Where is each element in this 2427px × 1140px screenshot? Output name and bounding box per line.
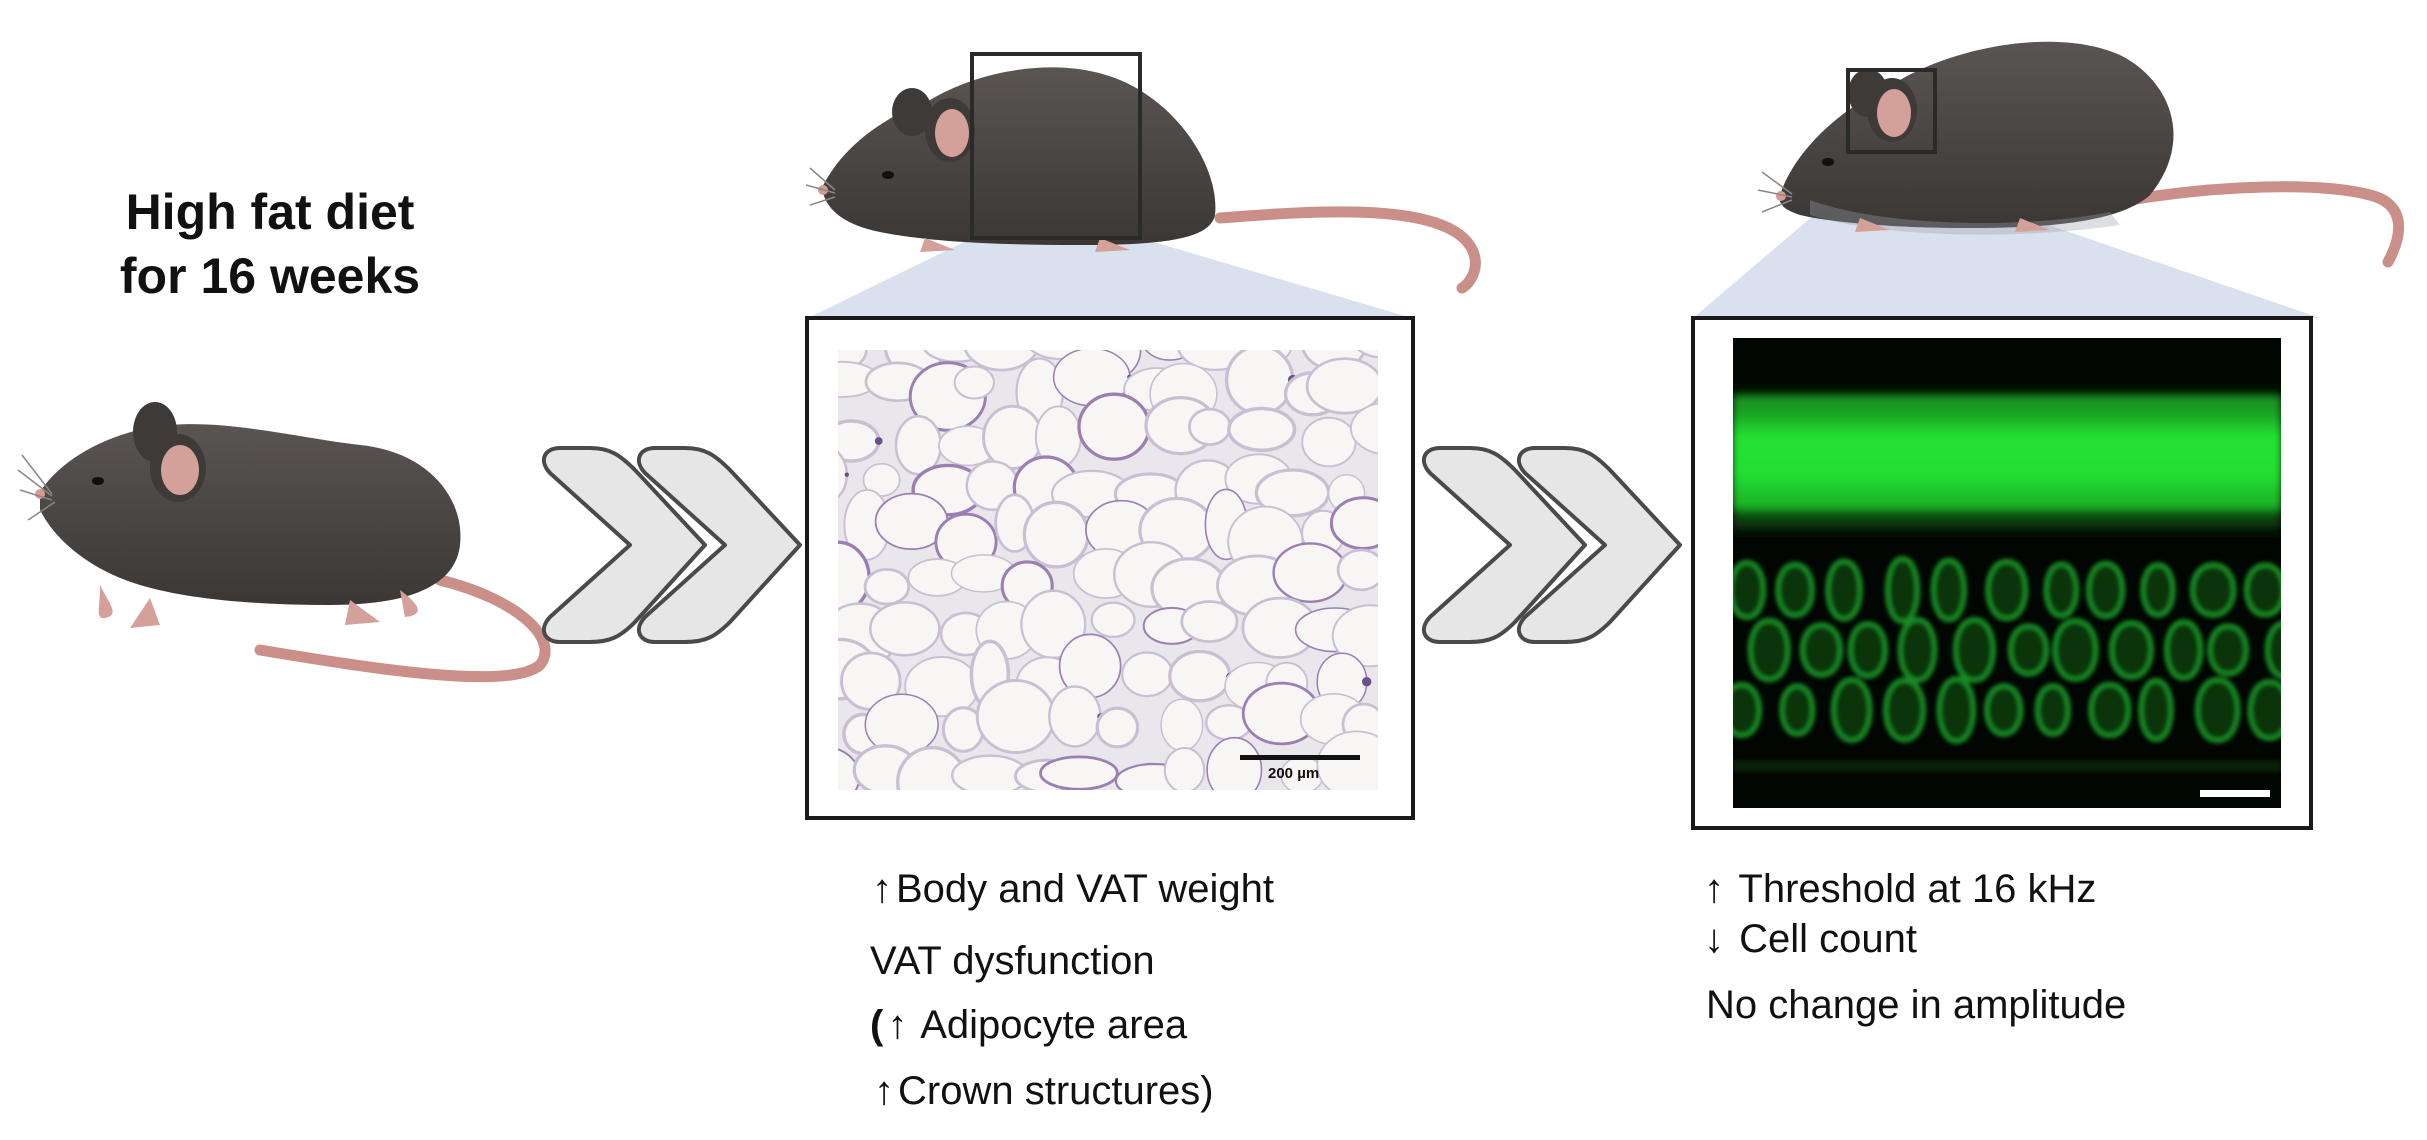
hair-cell [2088,681,2132,739]
mouse-right [1757,41,2405,268]
hair-cell [2034,683,2071,737]
hair-cell [1825,558,1863,622]
hair-cell [1830,677,1873,743]
zoom-wedge-vat [808,238,1412,318]
adipocyte-cell [863,568,911,606]
hair-cell [1936,676,1977,744]
hair-cell [1930,557,1967,623]
hair-cell [1799,622,1843,678]
adipocyte-cell [1301,416,1357,468]
hair-cell [2164,619,2204,681]
hair-cell [2247,679,2281,741]
adipocyte-cell [1039,755,1119,790]
vat-result-dysfunction: VAT dysfunction [870,939,1155,983]
hair-cell [2244,562,2281,618]
hair-cell [2207,623,2249,677]
adipocyte-cell [1022,500,1090,569]
fluorescence-panel [1691,316,2313,830]
vat-highlight-box [970,52,1142,240]
nucleus-dot [1362,677,1372,687]
hair-cell [2007,623,2050,677]
mouse-left [17,402,551,683]
cochlea-result-cell-count: ↓ Cell count [1700,914,1917,964]
hair-cell [2109,620,2154,680]
hair-cell [2195,676,2241,744]
histology-scale-bar [1240,755,1360,760]
adipocyte-cell [1336,548,1378,592]
adipocyte-cell [1331,604,1378,668]
hair-cell [2189,562,2237,618]
nucleus-dot [844,472,849,477]
adipocyte-cell [963,350,1040,372]
down-arrow-icon: ↓ [1704,917,1724,961]
adipocyte-cell [1163,746,1206,790]
fluorescence-scale-bar [2200,790,2270,797]
adipocyte-cell [869,601,941,657]
hair-cell [2052,618,2099,682]
adipocyte-image [838,350,1378,790]
up-arrow-icon: ↑ [1704,867,1724,911]
mouse-middle [805,52,1481,294]
adipocyte-cell [1160,698,1204,752]
up-arrow-icon: ↑ [874,1069,894,1113]
histology-panel [805,316,1415,820]
cochlea-image [1733,385,2281,772]
hair-cell [2140,562,2176,618]
adipocyte-cell [1077,392,1151,461]
hair-cell [2138,677,2174,743]
cochlea-result-amplitude: No change in amplitude [1706,983,2127,1027]
hair-cell [1984,683,2024,737]
adipocyte-cell [1305,357,1378,415]
adipocyte-cell [1090,601,1136,639]
adipocyte-cell [1095,706,1140,749]
diet-title-line-2: for 16 weeks [119,248,421,304]
hair-cell [1953,616,1996,684]
nucleus-dot [874,437,883,445]
cochlea-highlight-box [1846,68,1937,154]
vat-result-crown: ↑Crown structures) [870,1066,1214,1116]
adipocyte-cell [862,462,901,497]
chevron-arrows-left [541,446,802,644]
hair-cell [1733,682,1763,738]
vat-result-adipocyte: (↑ Adipocyte area [870,1000,1187,1050]
hair-cell [1884,555,1921,625]
hair-cell [1747,617,1791,683]
adipocyte-cell [1048,685,1102,748]
adipocyte-cell [1227,406,1297,453]
adipocyte-cell [1316,730,1378,790]
adipocyte-cell [975,679,1056,754]
up-arrow-icon: ↑ [887,1003,908,1047]
hair-cell [1985,558,2029,622]
hair-cell [2264,621,2281,679]
adipocyte-cell [894,415,943,476]
adipocyte-cell [1329,496,1378,550]
adipocyte-cell [1272,542,1348,603]
hair-cell [1779,683,1816,737]
diet-title: High fat diet for 16 weeks [60,180,480,308]
chevron-arrows-right [1421,446,1682,644]
adipocyte-cell [1206,736,1263,790]
vat-result-body-weight: ↑Body and VAT weight [868,864,1274,914]
hair-cell [1847,621,1889,679]
adipocyte-cell [1180,600,1239,643]
diet-title-line-1: High fat diet [125,184,415,240]
hair-cell [1897,617,1938,683]
hair-cell [1733,560,1767,620]
adipocyte-cell [1121,651,1174,698]
up-arrow-icon: ↑ [872,867,892,911]
hair-cell [1775,561,1815,619]
hair-cell [1883,677,1926,743]
adipocyte-cell [953,365,995,400]
cochlea-result-threshold: ↑ Threshold at 16 kHz [1700,864,2096,914]
adipocyte-cell [1357,350,1378,359]
adipocyte-cell [1168,649,1232,703]
adipocyte-cell [1224,350,1295,416]
hair-cell [2043,561,2080,619]
adipocyte-cell [1349,402,1378,455]
histology-scale-label: 200 µm [1268,765,1320,782]
adipocyte-cell [1188,407,1232,446]
hair-cell [2085,560,2126,620]
